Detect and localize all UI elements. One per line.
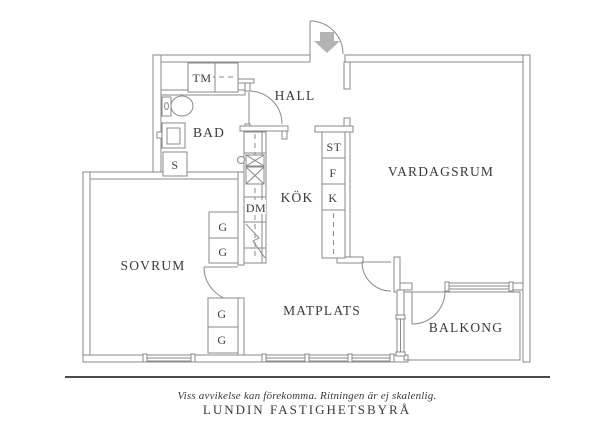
f-label: F (329, 166, 336, 180)
toilet (161, 95, 194, 117)
kitchen-counter: DM (237, 131, 267, 264)
stove (245, 166, 265, 185)
balkong-door (411, 290, 446, 325)
matplats-balkong-window (395, 314, 406, 357)
g1-label: G (218, 220, 227, 234)
st-label: ST (326, 140, 341, 154)
dishwasher: DM (245, 200, 266, 215)
entrance-arrow-icon (314, 32, 340, 53)
footer: Viss avvikelse kan förekomma. Ritningen … (65, 376, 550, 417)
kok-door (361, 261, 392, 292)
footer-disclaimer: Viss avvikelse kan förekomma. Ritningen … (178, 390, 437, 402)
g3-label: G (217, 307, 226, 321)
bad-door (248, 90, 283, 125)
room-labels: HALL BAD KÖK VARDAGSRUM SOVRUM MATPLATS … (121, 88, 503, 335)
tm-closet: TM (187, 62, 239, 93)
room-label-sovrum: SOVRUM (121, 258, 186, 273)
sovrum-door (203, 266, 239, 302)
matplats-window (261, 353, 395, 363)
room-label-balkong: BALKONG (429, 320, 503, 335)
g2-label: G (218, 245, 227, 259)
room-label-bad: BAD (193, 125, 225, 140)
wardrobe-lower: G G (207, 297, 239, 354)
room-label-vardagsrum: VARDAGSRUM (388, 164, 494, 179)
kitchen-sink (237, 154, 265, 167)
sovrum-window (142, 353, 196, 363)
s-closet: S (162, 151, 188, 177)
g4-label: G (217, 333, 226, 347)
counter-diagonal (245, 223, 266, 259)
k-label: K (328, 191, 337, 205)
bathroom-sink (156, 122, 186, 149)
wardrobe-upper: G G (208, 211, 239, 264)
footer-company: LUNDIN FASTIGHETSBYRÅ (203, 402, 411, 417)
room-label-kok: KÖK (281, 190, 314, 205)
vardagsrum-balkong-window (444, 281, 514, 292)
entrance-door (309, 20, 344, 55)
stfk-column: ST F K (321, 131, 346, 259)
tm-label: TM (193, 71, 212, 85)
room-label-matplats: MATPLATS (283, 303, 361, 318)
s-label: S (171, 158, 178, 172)
dm-label: DM (246, 201, 266, 215)
room-label-hall: HALL (275, 88, 316, 103)
